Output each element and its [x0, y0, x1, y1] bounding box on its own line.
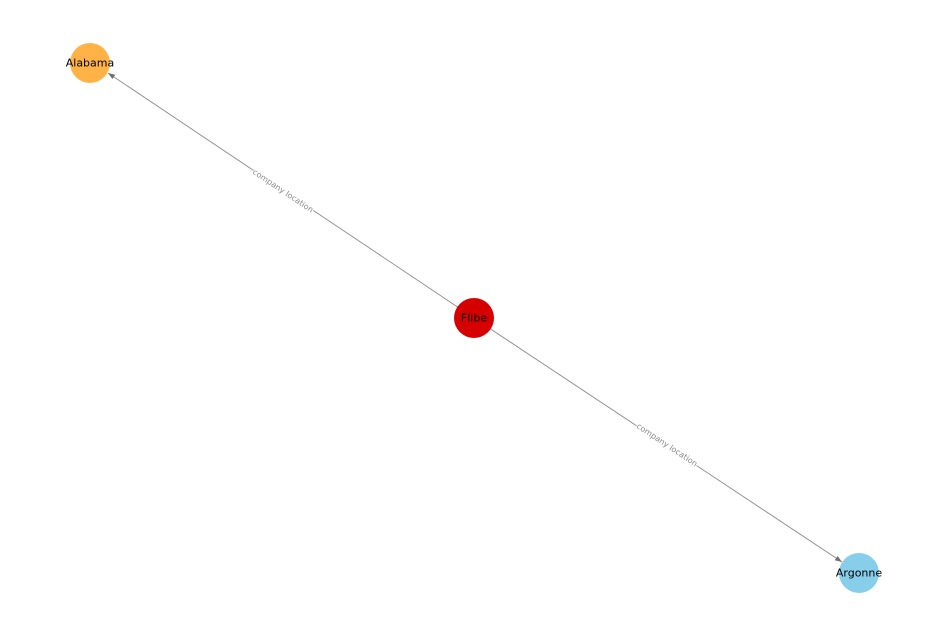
node-argonne[interactable]: Argonne — [836, 553, 883, 593]
arrow-head-icon — [834, 555, 842, 562]
node-circle — [839, 553, 879, 593]
node-circle — [454, 298, 494, 338]
node-circle — [70, 43, 110, 83]
edge-label-background — [634, 420, 701, 470]
edge-label-background — [250, 165, 317, 216]
node-label: Argonne — [836, 567, 883, 580]
node-alabama[interactable]: Alabama — [66, 43, 115, 83]
node-flibe[interactable]: Flibe — [454, 298, 494, 338]
node-label: Flibe — [461, 312, 487, 325]
node-label: Alabama — [66, 57, 115, 70]
arrow-head-icon — [108, 73, 116, 80]
